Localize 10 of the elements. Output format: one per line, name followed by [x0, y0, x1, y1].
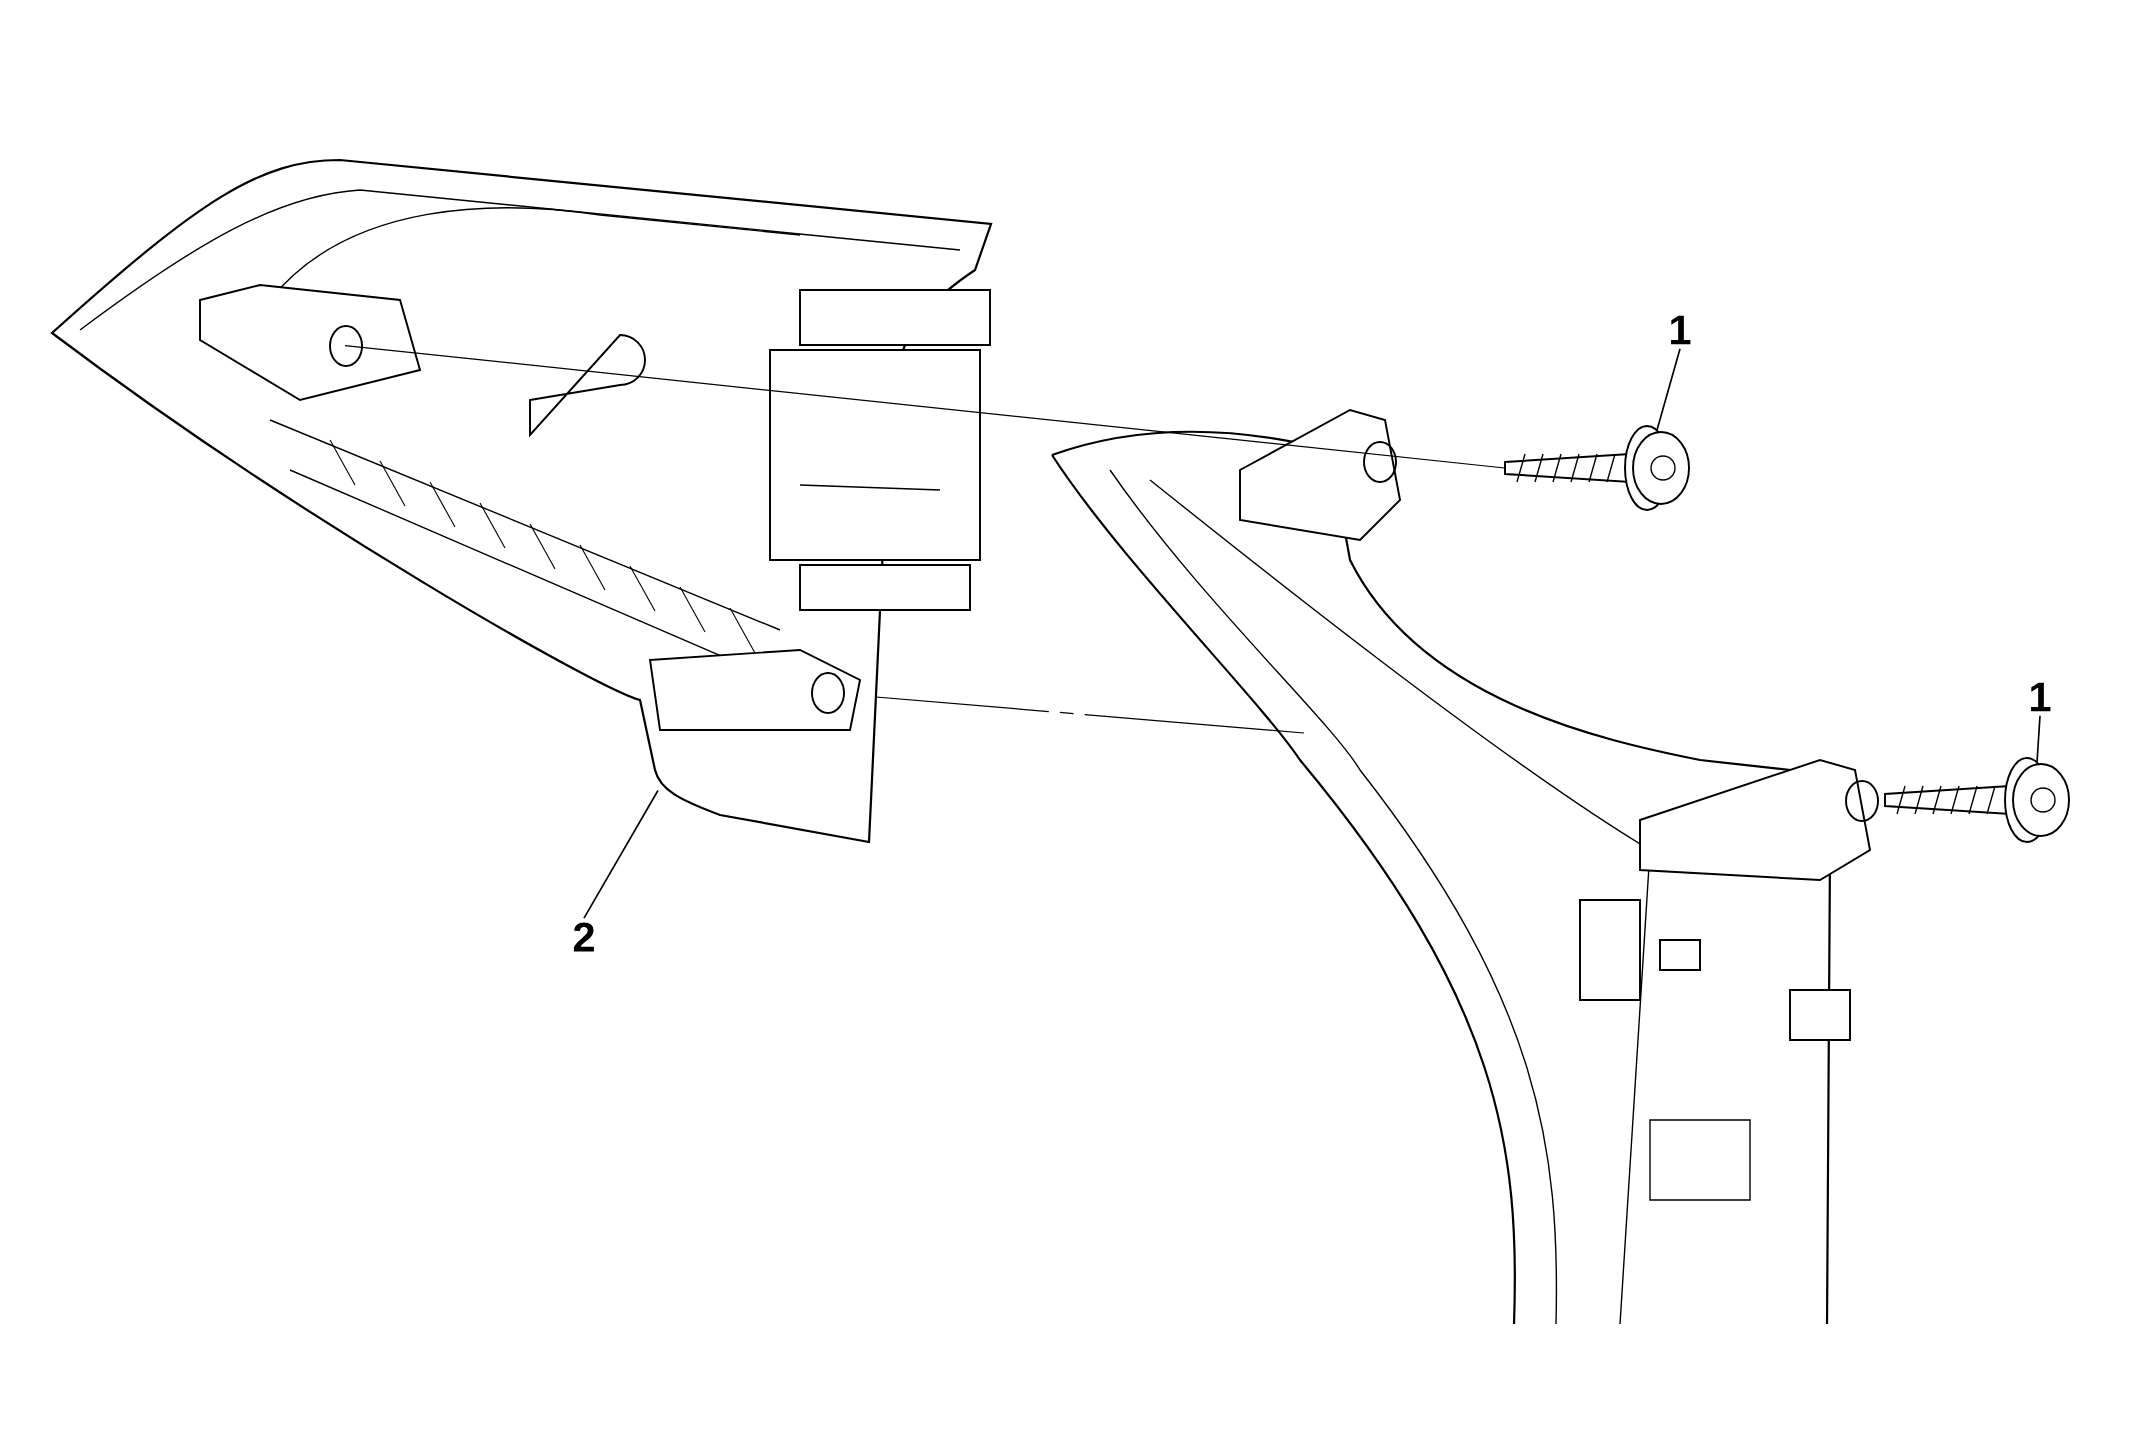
screw-drawing	[1884, 757, 2070, 843]
callout-number: 1	[1671, 315, 1691, 345]
leader-line	[583, 789, 659, 919]
screw-drawing	[1504, 425, 1690, 511]
callout-number: 1	[2031, 682, 2051, 712]
callout-number: 2	[573, 922, 594, 952]
leader-line	[1656, 347, 1681, 431]
leader-line	[2036, 714, 2041, 763]
alignment-line	[344, 344, 1506, 469]
trim-panel-drawing	[50, 158, 993, 844]
